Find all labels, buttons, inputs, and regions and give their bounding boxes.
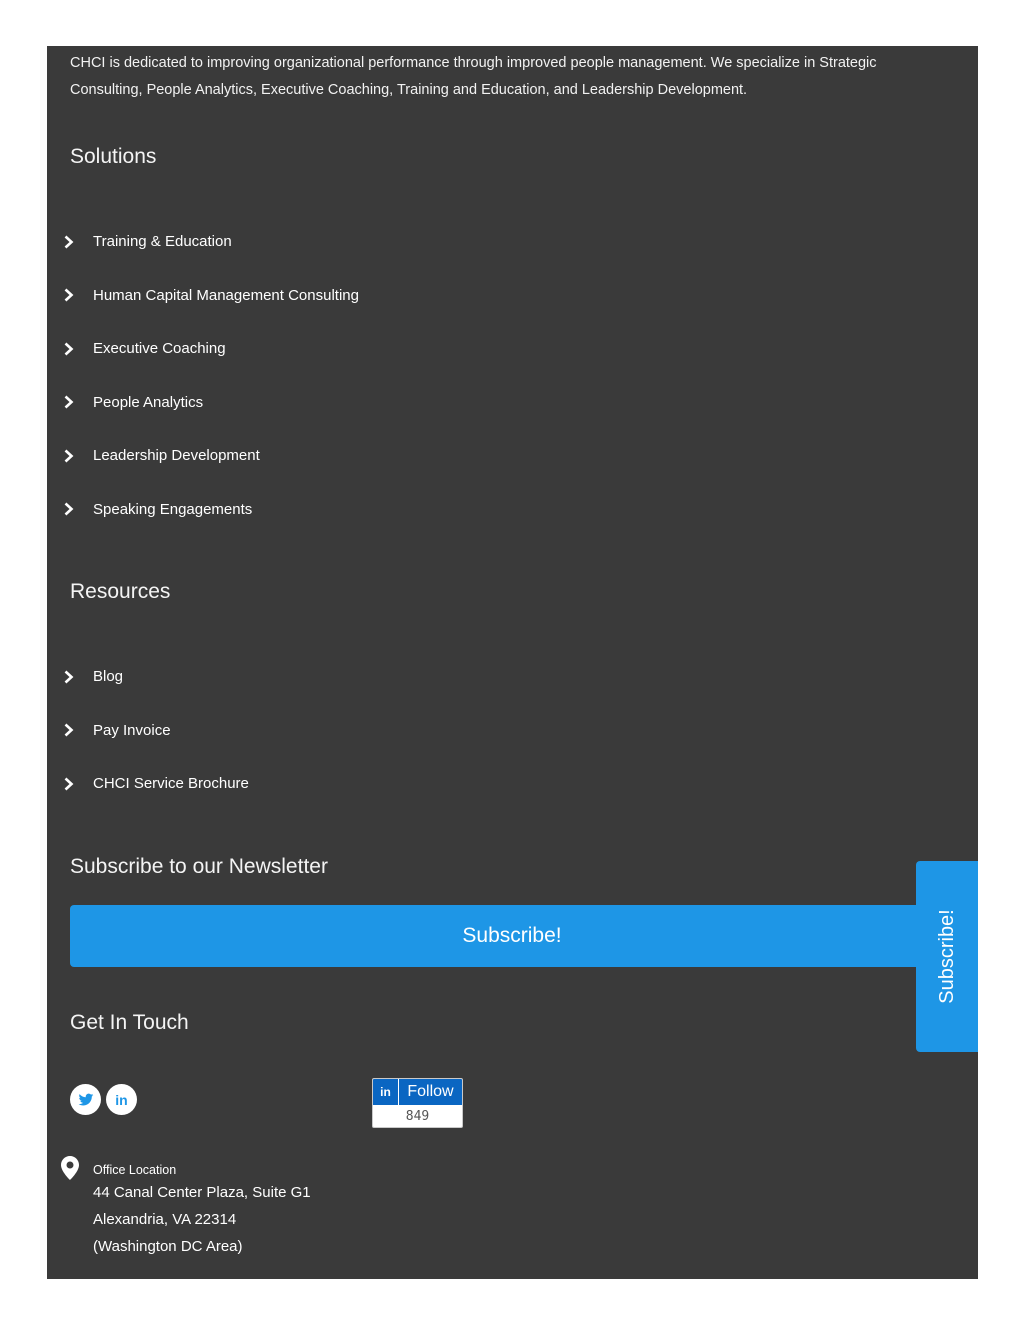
chevron-right-icon: [61, 342, 75, 356]
map-pin-icon: [61, 1156, 79, 1180]
chevron-right-icon: [61, 235, 75, 249]
footer-panel: CHCI is dedicated to improving organizat…: [47, 46, 978, 1279]
linkedin-follow-widget[interactable]: in Follow 849: [372, 1078, 463, 1128]
subscribe-side-tab[interactable]: Subscribe!: [916, 861, 978, 1052]
address-line-2: Alexandria, VA 22314: [93, 1211, 237, 1228]
link-label: Pay Invoice: [93, 721, 171, 739]
about-text: CHCI is dedicated to improving organizat…: [70, 55, 877, 98]
resources-list: Blog Pay Invoice CHCI Service Brochure: [61, 650, 249, 811]
solutions-link-training[interactable]: Training & Education: [61, 215, 359, 269]
solutions-link-leadership-development[interactable]: Leadership Development: [61, 429, 359, 483]
chevron-right-icon: [61, 288, 75, 302]
resources-link-blog[interactable]: Blog: [61, 650, 249, 704]
chevron-right-icon: [61, 777, 75, 791]
linkedin-logo-icon: in: [373, 1079, 399, 1105]
side-tab-label: Subscribe!: [935, 909, 958, 1004]
link-label: Leadership Development: [93, 447, 260, 465]
subscribe-button[interactable]: Subscribe!: [70, 905, 954, 967]
solutions-title: Solutions: [70, 145, 157, 168]
chevron-right-icon: [61, 502, 75, 516]
linkedin-link[interactable]: in: [106, 1084, 137, 1115]
link-label: Speaking Engagements: [93, 500, 253, 518]
link-label: People Analytics: [93, 393, 204, 411]
solutions-link-speaking-engagements[interactable]: Speaking Engagements: [61, 483, 359, 537]
link-label: Training & Education: [93, 233, 232, 251]
chevron-right-icon: [61, 723, 75, 737]
link-label: Blog: [93, 668, 124, 686]
linkedin-follow-bar: in Follow: [373, 1079, 462, 1105]
linkedin-icon: in: [115, 1091, 128, 1108]
chevron-right-icon: [61, 395, 75, 409]
resources-link-pay-invoice[interactable]: Pay Invoice: [61, 704, 249, 758]
newsletter-title: Subscribe to our Newsletter: [70, 855, 328, 878]
linkedin-follow-button[interactable]: Follow: [407, 1083, 454, 1100]
twitter-icon: [78, 1093, 93, 1105]
link-label: Human Capital Management Consulting: [93, 286, 359, 304]
linkedin-follower-count: 849: [405, 1109, 430, 1124]
location-details: Office Location 44 Canal Center Plaza, S…: [93, 1156, 311, 1260]
solutions-link-hcm-consulting[interactable]: Human Capital Management Consulting: [61, 269, 359, 323]
chevron-right-icon: [61, 449, 75, 463]
link-label: CHCI Service Brochure: [93, 775, 249, 793]
link-label: Executive Coaching: [93, 340, 226, 358]
address-line-1: 44 Canal Center Plaza, Suite G1: [93, 1184, 311, 1201]
resources-title: Resources: [70, 580, 171, 603]
address-line-3: (Washington DC Area): [93, 1238, 243, 1255]
office-location: Office Location 44 Canal Center Plaza, S…: [61, 1156, 311, 1260]
location-label: Office Location: [93, 1163, 177, 1177]
solutions-list: Training & Education Human Capital Manag…: [61, 215, 359, 536]
chevron-right-icon: [61, 670, 75, 684]
social-links: in: [70, 1084, 137, 1115]
contact-title: Get In Touch: [70, 1011, 189, 1034]
twitter-link[interactable]: [70, 1084, 101, 1115]
solutions-link-people-analytics[interactable]: People Analytics: [61, 376, 359, 430]
resources-link-service-brochure[interactable]: CHCI Service Brochure: [61, 757, 249, 811]
solutions-link-executive-coaching[interactable]: Executive Coaching: [61, 322, 359, 376]
